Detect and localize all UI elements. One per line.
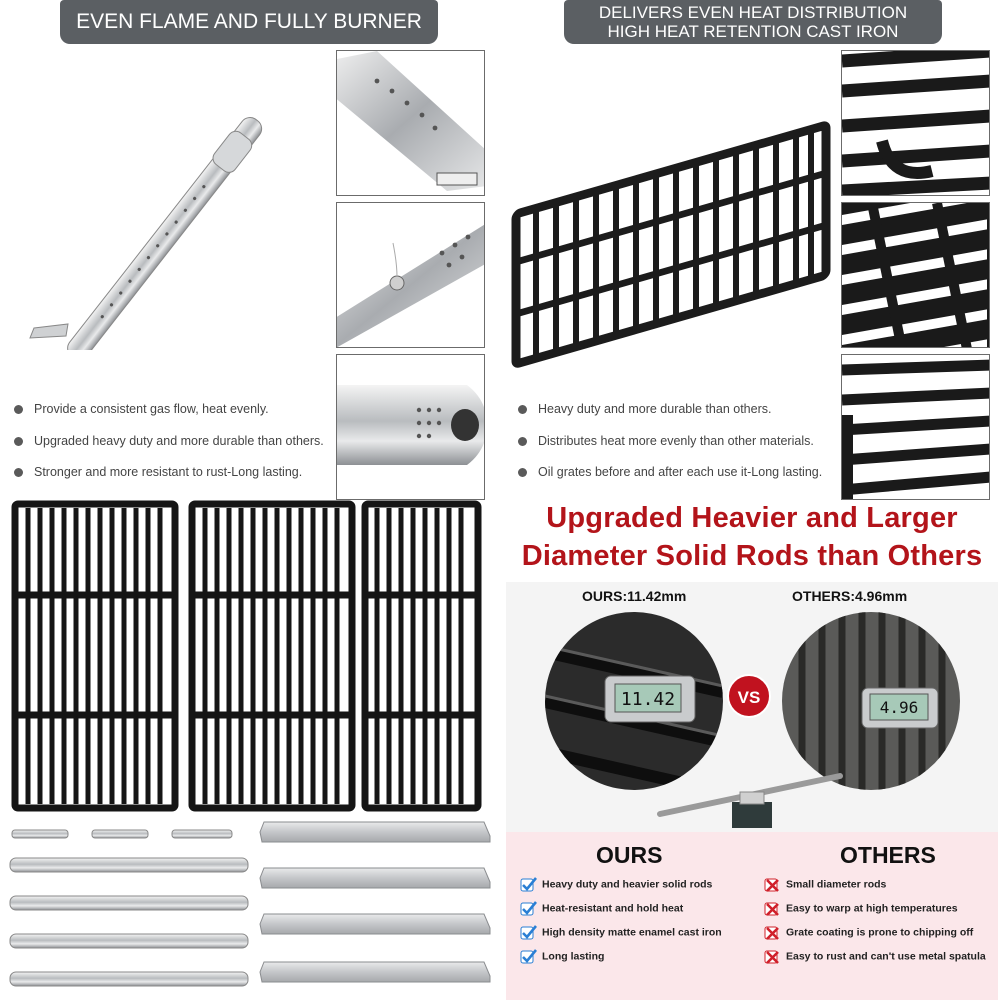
others-heading: OTHERS xyxy=(840,842,936,868)
check-icon xyxy=(520,949,537,964)
burner-bullet-list: Provide a consistent gas flow, heat even… xyxy=(14,402,334,497)
others-feature: Small diameter rods xyxy=(764,876,886,898)
ours-measurement-label: OURS:11.42mm xyxy=(582,588,687,604)
comparison-headline-line2: Diameter Solid Rods than Others xyxy=(521,540,983,572)
burner-closeup-1 xyxy=(336,50,485,196)
cross-icon xyxy=(764,926,779,940)
ours-heading: OURS xyxy=(596,842,663,868)
burner-bullet: Upgraded heavy duty and more durable tha… xyxy=(14,434,334,466)
check-icon xyxy=(520,877,537,892)
comparison-headline-line1: Upgraded Heavier and Larger xyxy=(546,502,958,534)
ours-feature: Long lasting xyxy=(520,948,604,970)
grate-bullet: Distributes heat more evenly than other … xyxy=(518,434,838,466)
others-feature: Easy to rust and can't use metal spatula xyxy=(764,948,986,970)
heat-plates-image xyxy=(259,821,491,983)
cross-icon xyxy=(764,902,779,916)
cross-icon xyxy=(764,950,779,964)
grate-set-image xyxy=(11,500,482,812)
grate-bullet: Oil grates before and after each use it-… xyxy=(518,465,838,497)
burner-tube-image xyxy=(29,117,263,350)
ours-caliper-reading: 11.42 xyxy=(621,689,675,710)
grate-closeup-2 xyxy=(841,202,990,348)
grate-title-line1: DELIVERS EVEN HEAT DISTRIBUTION xyxy=(598,3,908,22)
ours-caliper-photo: 11.42 xyxy=(545,612,723,790)
check-icon xyxy=(520,925,537,940)
grate-closeup-1 xyxy=(841,50,990,196)
burner-bullet: Stronger and more resistant to rust-Long… xyxy=(14,465,334,497)
others-measurement-label: OTHERS:4.96mm xyxy=(792,588,908,604)
grate-bullet-list: Heavy duty and more durable than others.… xyxy=(518,402,838,497)
grate-title-line2: HIGH HEAT RETENTION CAST IRON xyxy=(607,22,899,41)
burner-closeup-3 xyxy=(336,354,485,500)
others-caliper-reading: 4.96 xyxy=(880,698,919,717)
seesaw-icon xyxy=(657,773,843,828)
ours-feature: High density matte enamel cast iron xyxy=(520,924,722,946)
others-feature: Grate coating is prone to chipping off xyxy=(764,924,973,946)
burner-bullet: Provide a consistent gas flow, heat even… xyxy=(14,402,334,434)
check-icon xyxy=(520,901,537,916)
vs-badge: VS xyxy=(727,674,771,718)
grate-closeup-3 xyxy=(841,354,990,500)
burner-section-title: EVEN FLAME AND FULLY BURNER xyxy=(60,0,438,44)
features-comparison-box xyxy=(506,832,998,1000)
cross-icon xyxy=(764,878,779,892)
burner-closeup-2 xyxy=(336,202,485,348)
grate-section-title: DELIVERS EVEN HEAT DISTRIBUTION HIGH HEA… xyxy=(564,0,942,44)
grate-bullet: Heavy duty and more durable than others. xyxy=(518,402,838,434)
ours-feature: Heavy duty and heavier solid rods xyxy=(520,876,712,898)
others-feature: Easy to warp at high temperatures xyxy=(764,900,958,922)
burner-tubes-image xyxy=(9,829,249,987)
others-caliper-photo: 4.96 xyxy=(782,612,960,790)
ours-feature: Heat-resistant and hold heat xyxy=(520,900,683,922)
cast-iron-grate-image xyxy=(511,121,831,368)
